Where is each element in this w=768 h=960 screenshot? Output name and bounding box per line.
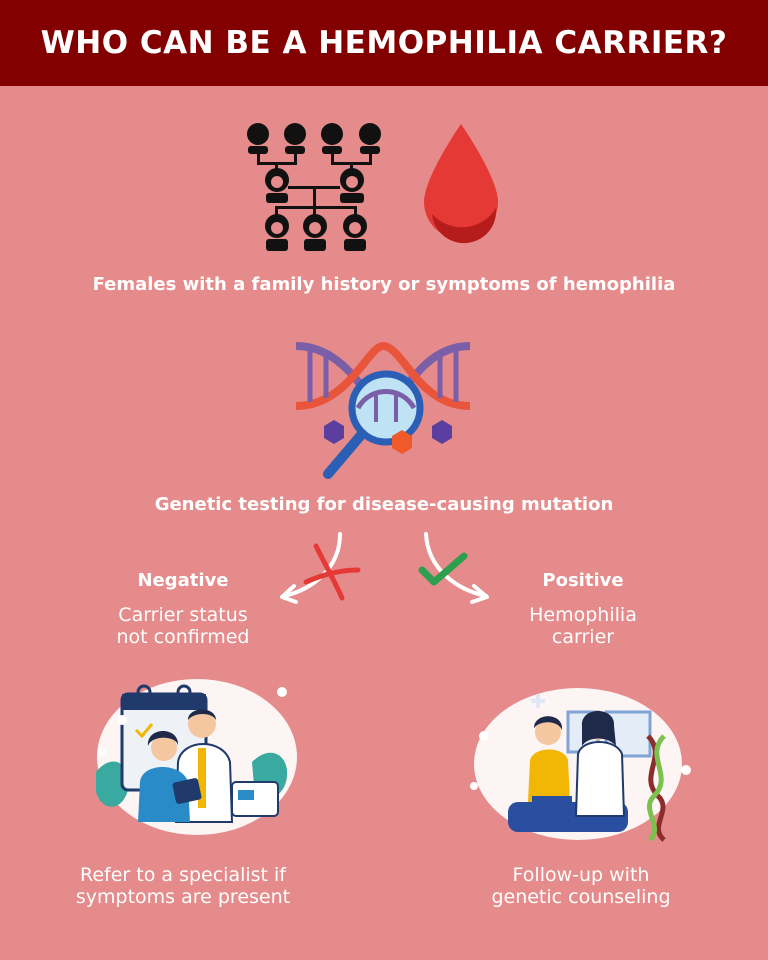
negative-result: Carrier status not confirmed <box>33 604 333 648</box>
positive-arrow <box>424 532 489 604</box>
page-title: WHO CAN BE A HEMOPHILIA CARRIER? <box>40 25 728 61</box>
header-banner: WHO CAN BE A HEMOPHILIA CARRIER? <box>0 0 768 86</box>
negative-result-line2: not confirmed <box>116 626 250 648</box>
positive-action-line2: genetic counseling <box>491 886 671 908</box>
positive-result-line1: Hemophilia <box>529 604 637 626</box>
negative-result-line1: Carrier status <box>118 604 248 626</box>
green-check-icon <box>418 552 468 586</box>
genetic-counseling-illustration <box>470 688 691 842</box>
negative-title: Negative <box>137 570 229 591</box>
step1-text: Females with a family history or symptom… <box>92 274 676 295</box>
red-cross-mark-icon <box>303 543 361 601</box>
negative-action-line2: symptoms are present <box>75 886 291 908</box>
negative-action: Refer to a specialist if symptoms are pr… <box>33 864 333 908</box>
positive-result-line2: carrier <box>551 626 615 648</box>
positive-result: Hemophilia carrier <box>433 604 733 648</box>
doctor-patient-illustration <box>96 679 297 835</box>
positive-action: Follow-up with genetic counseling <box>431 864 731 908</box>
dna-magnifier-icon <box>295 341 471 479</box>
blood-drop-icon <box>424 124 498 244</box>
step2-text: Genetic testing for disease-causing muta… <box>154 494 614 515</box>
negative-action-line1: Refer to a specialist if <box>80 864 286 886</box>
positive-title: Positive <box>542 570 624 591</box>
family-tree-icon <box>247 123 381 251</box>
positive-action-line1: Follow-up with <box>512 864 650 886</box>
